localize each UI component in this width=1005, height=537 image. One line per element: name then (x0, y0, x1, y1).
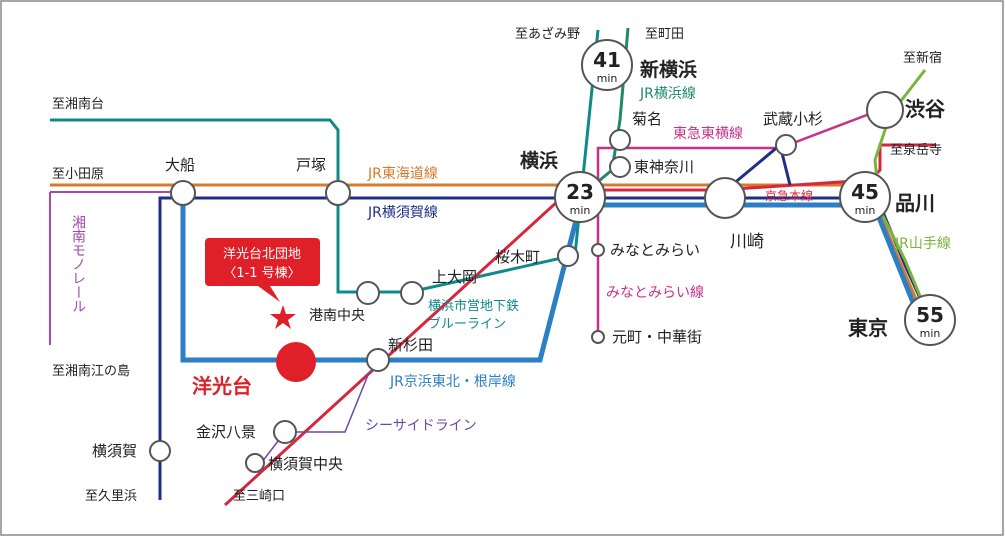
station-kanazawa-hakkei[interactable] (273, 420, 297, 444)
label-yokodai: 洋光台 (192, 374, 252, 398)
station-minatomirai[interactable] (591, 243, 605, 257)
station-kamiooka[interactable] (400, 281, 424, 305)
dest-shonan-enoshima: 至湘南江の島 (52, 363, 130, 379)
callout-box (205, 238, 320, 286)
label-minatomirai: みなとみらい (610, 241, 700, 259)
dest-kurihama: 至久里浜 (85, 489, 137, 504)
station-higashi-kanagawa[interactable] (609, 156, 631, 178)
dest-shinjuku: 至新宿 (903, 50, 942, 66)
station-kawasaki[interactable] (704, 177, 746, 219)
dest-misakiguchi: 至三崎口 (233, 489, 285, 504)
station-yokohama[interactable] (554, 171, 606, 223)
label-konan-chuo: 港南中央 (309, 308, 365, 324)
line-label-keikyu: 京急本線 (765, 188, 813, 203)
label-yokohama: 横浜 (520, 149, 558, 172)
station-ofuna[interactable] (170, 180, 196, 206)
callout-line1: 洋光台北団地 (223, 247, 301, 262)
line-label-minatomirai: みなとみらい線 (606, 285, 704, 301)
line-label-jr-yamanote: JR山手線 (894, 236, 951, 252)
callout-line2: 〈1-1 号棟〉 (223, 266, 300, 281)
time-shin-yokohama-value: 41 (593, 48, 621, 72)
time-yokohama-unit: min (570, 204, 591, 217)
station-yokodai-marker[interactable] (276, 342, 316, 382)
label-ofuna: 大船 (165, 156, 195, 174)
time-tokyo-unit: min (920, 327, 941, 340)
label-kikuna: 菊名 (632, 110, 662, 128)
station-musashi-kosugi[interactable] (775, 134, 797, 156)
callout-pointer (258, 286, 280, 302)
label-tokyo: 東京 (848, 316, 888, 340)
station-sakuragicho[interactable] (557, 245, 579, 267)
label-yokosuka: 横須賀 (92, 442, 137, 460)
dest-shonandai: 至湘南台 (52, 96, 104, 112)
label-kamiooka: 上大岡 (432, 268, 477, 286)
label-kanazawa-hakkei: 金沢八景 (196, 423, 256, 441)
station-kikuna[interactable] (609, 129, 631, 151)
line-label-jr-yokohama: JR横浜線 (639, 86, 696, 102)
label-shin-sugita: 新杉田 (388, 336, 433, 354)
time-yokohama-value: 23 (566, 180, 594, 204)
station-motomachi[interactable] (591, 330, 605, 344)
line-label-jr-yokosuka: JR横須賀線 (367, 205, 438, 221)
label-shinagawa: 品川 (895, 191, 935, 215)
time-shin-yokohama-unit: min (597, 72, 618, 85)
station-totsuka[interactable] (325, 180, 351, 206)
label-motomachi: 元町・中華街 (612, 328, 702, 346)
blue-line-path (50, 29, 600, 294)
dest-odawara: 至小田原 (52, 167, 104, 182)
line-label-keihin-negishi: JR京浜東北・根岸線 (389, 374, 516, 390)
line-label-blue-line-2: ブルーライン (428, 316, 506, 332)
time-shinagawa-unit: min (855, 204, 876, 217)
label-yokosuka-chuo: 横須賀中央 (268, 455, 343, 473)
line-label-tokyu-toyoko: 東急東横線 (673, 126, 743, 142)
label-shibuya: 渋谷 (905, 97, 946, 121)
station-yokosuka-chuo[interactable] (245, 453, 265, 473)
station-yokosuka[interactable] (149, 440, 171, 462)
station-tokyo[interactable] (904, 294, 956, 346)
line-label-jr-tokaido: JR東海道線 (367, 166, 438, 182)
station-shin-yokohama[interactable] (581, 39, 633, 91)
tokyu-toyoko-line-path (596, 108, 881, 330)
line-label-shonan-monorail: 湘南モノレール (70, 215, 86, 313)
label-shin-yokohama: 新横浜 (640, 58, 697, 81)
station-shin-sugita[interactable] (366, 348, 390, 372)
label-higashi-kanagawa: 東神奈川 (634, 158, 694, 176)
line-label-blue-line-1: 横浜市営地下鉄 (428, 298, 519, 314)
station-shibuya[interactable] (866, 91, 904, 129)
time-shinagawa-value: 45 (851, 180, 879, 204)
station-shinagawa[interactable] (839, 171, 891, 223)
station-konan-chuo[interactable] (356, 281, 380, 305)
time-tokyo-value: 55 (916, 303, 944, 327)
dest-izumidakeji: 至泉岳寺 (890, 142, 942, 158)
residence-star-icon (270, 305, 296, 329)
dest-machida: 至町田 (645, 27, 684, 42)
label-sakuragicho: 桜木町 (495, 248, 540, 266)
line-label-seaside: シーサイドライン (365, 418, 477, 434)
dest-azamino: 至あざみ野 (515, 26, 580, 42)
label-kawasaki: 川崎 (730, 232, 764, 252)
label-musashi-kosugi: 武蔵小杉 (763, 110, 823, 128)
label-totsuka: 戸塚 (296, 156, 326, 174)
